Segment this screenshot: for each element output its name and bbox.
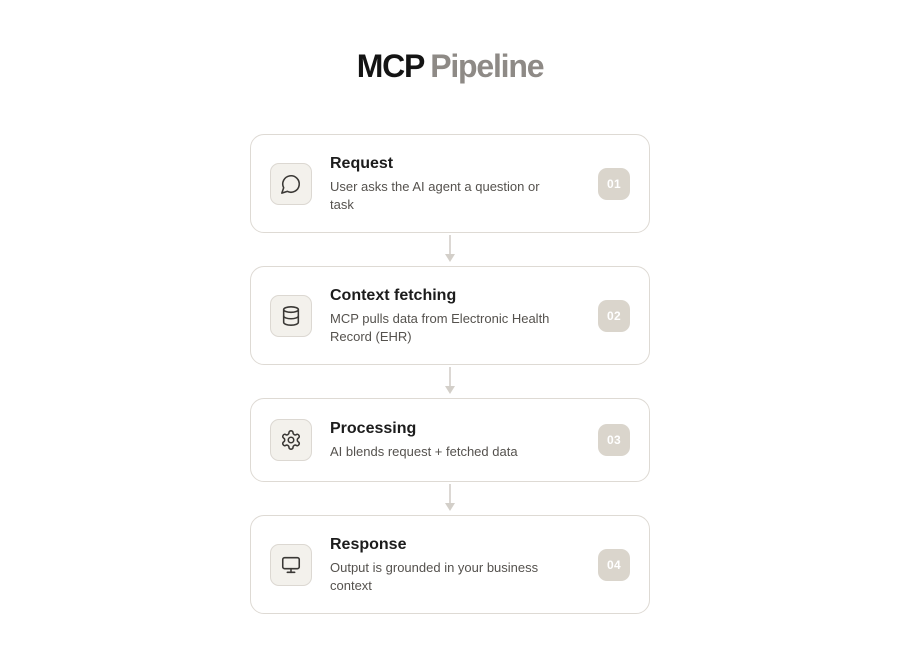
step-description: User asks the AI agent a question or tas…	[330, 178, 540, 212]
step-number-badge: 02	[598, 299, 630, 332]
step-description: Output is grounded in your business cont…	[330, 559, 539, 593]
monitor-icon	[270, 543, 312, 586]
arrow-down-connector	[250, 233, 650, 266]
step-title: Request	[330, 154, 394, 172]
step-title: Response	[330, 535, 407, 553]
pipeline-steps: Request User asks the AI agent a questio…	[250, 134, 650, 614]
step-description: MCP pulls data from Electronic Health Re…	[330, 310, 550, 344]
chat-bubble-icon	[270, 162, 312, 205]
step-number-badge: 01	[598, 167, 630, 200]
step-title: Context fetching	[330, 286, 457, 304]
step-card-processing: Processing AI blends request + fetched d…	[250, 398, 650, 482]
gear-icon	[270, 419, 312, 461]
database-icon	[270, 294, 312, 337]
title-secondary: Pipeline	[430, 48, 544, 84]
step-number-badge: 03	[598, 424, 630, 456]
step-card-response: Response Output is grounded in your busi…	[250, 515, 650, 614]
step-card-request: Request User asks the AI agent a questio…	[250, 134, 650, 233]
arrow-down-connector	[250, 365, 650, 398]
step-description: AI blends request + fetched data	[330, 444, 518, 459]
step-card-context-fetching: Context fetching MCP pulls data from Ele…	[250, 266, 650, 365]
title-primary: MCP	[356, 48, 426, 84]
step-number-badge: 04	[598, 548, 630, 581]
step-title: Processing	[330, 420, 417, 437]
arrow-down-connector	[250, 482, 650, 515]
